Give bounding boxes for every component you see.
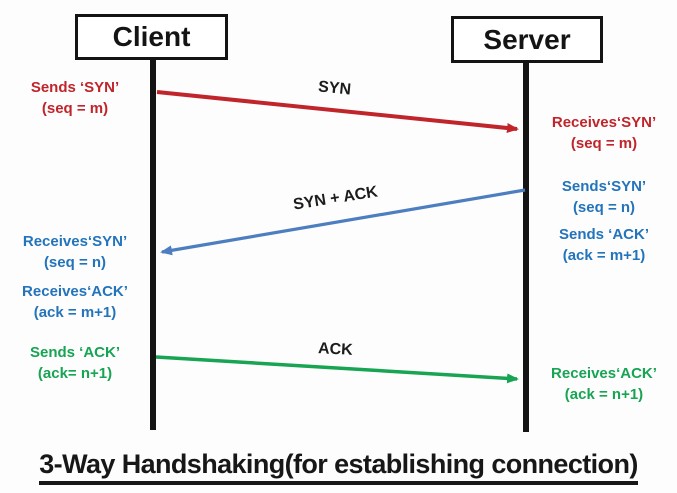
- note-line2: (ack = n+1): [564, 386, 644, 403]
- client-actor-box: Client: [75, 14, 228, 60]
- server-note-receives-ack: Receives‘ACK’ (ack = n+1): [538, 363, 670, 405]
- client-actor-label: Client: [112, 21, 191, 52]
- note-line2: (seq = n): [43, 254, 107, 271]
- note-line1: Sends‘SYN’: [561, 178, 647, 195]
- note-line2: (seq = m): [41, 100, 109, 117]
- synack-message-label: SYN + ACK: [292, 183, 379, 214]
- ack-arrow: [155, 355, 519, 384]
- diagram-title: 3-Way Handshaking(for establishing conne…: [39, 449, 638, 485]
- note-line2: (ack = m+1): [562, 247, 646, 264]
- server-lifeline: [523, 61, 529, 432]
- client-note-receives-syn: Receives‘SYN’ (seq = n): [6, 231, 144, 273]
- server-note-sends-syn: Sends‘SYN’ (seq = n): [538, 176, 670, 218]
- server-note-receives-syn: Receives‘SYN’ (seq = m): [538, 112, 670, 154]
- diagram-title-bar: 3-Way Handshaking(for establishing conne…: [0, 449, 677, 485]
- server-note-sends-ack: Sends ‘ACK’ (ack = m+1): [538, 224, 670, 266]
- note-line1: Receives‘ACK’: [551, 365, 657, 382]
- note-line2: (seq = n): [572, 199, 636, 216]
- note-line2: (ack = m+1): [33, 304, 117, 321]
- syn-message-label: SYN: [317, 78, 352, 99]
- client-note-sends-ack: Sends ‘ACK’ (ack= n+1): [6, 342, 144, 384]
- note-line2: (seq = m): [570, 135, 638, 152]
- note-line1: Receives‘SYN’: [551, 114, 657, 131]
- note-line2: (ack= n+1): [37, 365, 113, 382]
- note-line1: Receives‘ACK’: [22, 283, 128, 300]
- server-actor-box: Server: [451, 16, 603, 63]
- note-line1: Sends ‘ACK’: [558, 226, 649, 243]
- note-line1: Sends ‘SYN’: [30, 79, 120, 96]
- server-actor-label: Server: [483, 23, 571, 55]
- ack-message-label: ACK: [317, 340, 354, 359]
- note-line1: Receives‘SYN’: [22, 233, 128, 250]
- client-note-receives-ack: Receives‘ACK’ (ack = m+1): [6, 281, 144, 323]
- note-line1: Sends ‘ACK’: [29, 344, 120, 361]
- client-note-sends-syn: Sends ‘SYN’ (seq = m): [6, 77, 144, 119]
- client-lifeline: [150, 58, 156, 430]
